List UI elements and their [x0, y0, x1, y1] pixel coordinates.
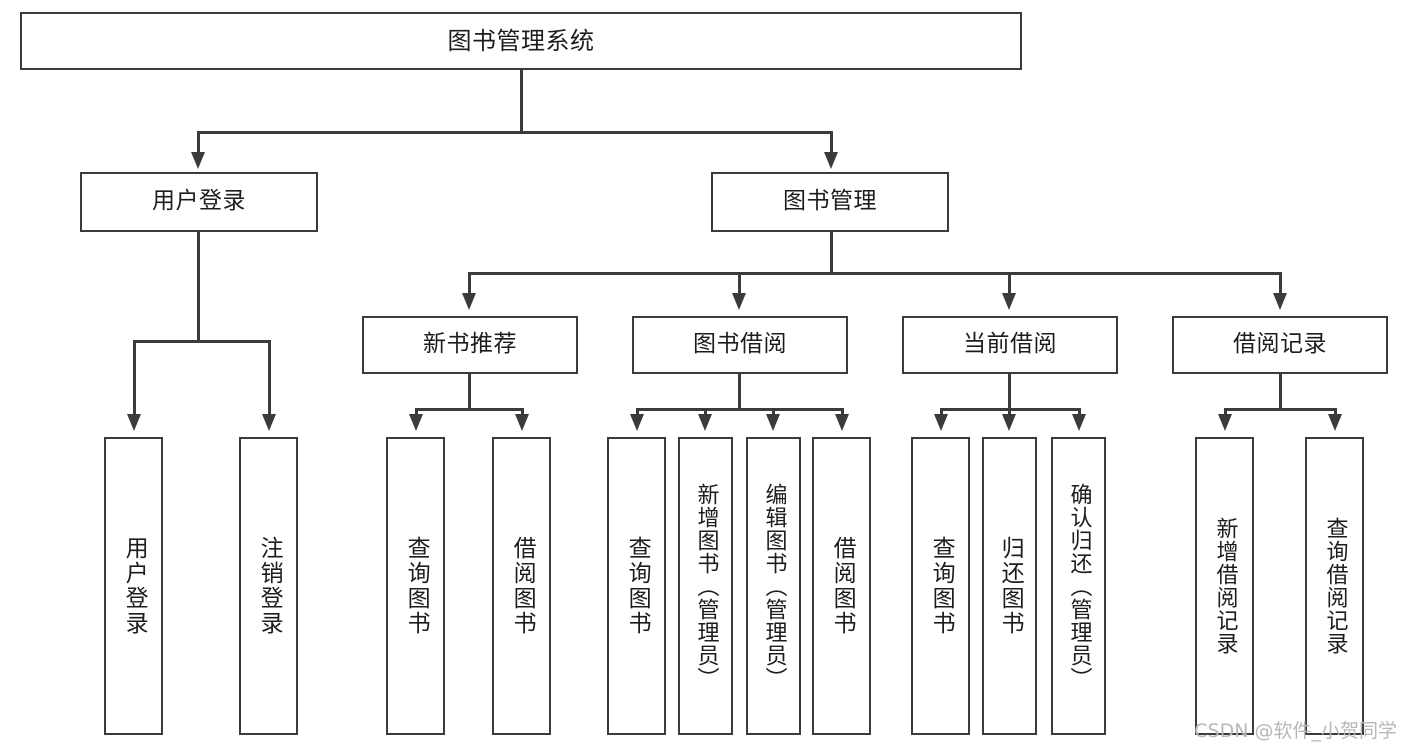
node-label: 图书管理系统 — [447, 26, 595, 55]
leaf-label: 用户登录 — [121, 536, 148, 636]
leaf-label: 新增图书（管理员） — [693, 482, 719, 690]
connector-root-to-user-login — [197, 131, 200, 155]
connector-root-bus — [197, 131, 833, 134]
arrowhead-borrow-records — [1273, 293, 1287, 310]
leaf-label: 注销登录 — [256, 536, 283, 636]
connector-root-to-book-mgmt — [830, 131, 833, 155]
arrowhead-bb-leaf-2 — [698, 414, 712, 431]
arrowhead-leaf-logout — [262, 414, 276, 431]
leaf-label: 查询图书 — [928, 536, 955, 636]
arrowhead-br-leaf-2 — [1328, 414, 1342, 431]
node-label: 借阅记录 — [1233, 331, 1327, 358]
leaf-label: 查询图书 — [624, 536, 651, 636]
arrowhead-root-to-book-mgmt — [824, 152, 838, 169]
leaf-current-return[interactable]: 归还图书 — [982, 437, 1037, 735]
connector-br-drop-1 — [1224, 408, 1227, 417]
connector-cb-drop-3 — [1078, 408, 1081, 417]
connector-user-login-stem — [197, 232, 200, 342]
arrowhead-cb-leaf-1 — [934, 414, 948, 431]
leaf-new-book-borrow[interactable]: 借阅图书 — [492, 437, 551, 735]
connector-book-borrow-bus — [636, 408, 843, 411]
connector-borrow-records-bus — [1224, 408, 1336, 411]
node-label: 图书借阅 — [693, 331, 787, 358]
connector-bb-drop-1 — [636, 408, 639, 417]
leaf-label: 借阅图书 — [509, 536, 536, 636]
leaf-label: 借阅图书 — [829, 536, 856, 636]
leaf-borrow-query[interactable]: 查询图书 — [607, 437, 666, 735]
connector-user-login-drop-2 — [268, 340, 271, 417]
arrowhead-root-to-user-login — [191, 152, 205, 169]
arrowhead-current-borrow — [1002, 293, 1016, 310]
leaf-label: 确认归还（管理员） — [1066, 482, 1092, 690]
leaf-current-confirm-return[interactable]: 确认归还（管理员） — [1051, 437, 1106, 735]
connector-book-borrow-stem — [738, 374, 741, 410]
leaf-label: 查询借阅记录 — [1322, 517, 1348, 655]
node-current-borrow[interactable]: 当前借阅 — [902, 316, 1118, 374]
connector-root-stem — [520, 70, 523, 133]
connector-user-login-bus — [133, 340, 268, 343]
leaf-label: 编辑图书（管理员） — [761, 482, 787, 690]
connector-cb-drop-2 — [1008, 408, 1011, 417]
arrowhead-cb-leaf-2 — [1002, 414, 1016, 431]
connector-bm-drop-1 — [468, 272, 471, 296]
leaf-current-query[interactable]: 查询图书 — [911, 437, 970, 735]
connector-bm-drop-2 — [738, 272, 741, 296]
arrowhead-nb-leaf-1 — [409, 414, 423, 431]
arrowhead-bb-leaf-3 — [766, 414, 780, 431]
leaf-records-query[interactable]: 查询借阅记录 — [1305, 437, 1364, 735]
node-book-borrow[interactable]: 图书借阅 — [632, 316, 848, 374]
node-borrow-records[interactable]: 借阅记录 — [1172, 316, 1388, 374]
arrowhead-br-leaf-1 — [1218, 414, 1232, 431]
leaf-borrow-edit-book[interactable]: 编辑图书（管理员） — [746, 437, 801, 735]
leaf-label: 新增借阅记录 — [1212, 517, 1238, 655]
connector-bm-drop-4 — [1279, 272, 1282, 296]
arrowhead-leaf-user-login — [127, 414, 141, 431]
connector-new-book-stem — [468, 374, 471, 410]
connector-br-drop-2 — [1334, 408, 1337, 417]
node-label: 用户登录 — [152, 188, 246, 215]
connector-nb-drop-2 — [521, 408, 524, 417]
leaf-user-login[interactable]: 用户登录 — [104, 437, 163, 735]
connector-new-book-bus — [415, 408, 523, 411]
connector-nb-drop-1 — [415, 408, 418, 417]
node-label: 当前借阅 — [963, 331, 1057, 358]
connector-cb-drop-1 — [940, 408, 943, 417]
connector-bm-drop-3 — [1008, 272, 1011, 296]
arrowhead-bb-leaf-1 — [630, 414, 644, 431]
arrowhead-book-borrow — [732, 293, 746, 310]
leaf-label: 归还图书 — [997, 536, 1024, 636]
connector-bb-drop-3 — [772, 408, 775, 417]
leaf-logout[interactable]: 注销登录 — [239, 437, 298, 735]
csdn-watermark: CSDN @软件_小贺同学 — [1194, 720, 1397, 742]
connector-book-mgmt-bus — [468, 272, 1281, 275]
node-new-book-recommend[interactable]: 新书推荐 — [362, 316, 578, 374]
arrowhead-cb-leaf-3 — [1072, 414, 1086, 431]
connector-user-login-drop-1 — [133, 340, 136, 417]
arrowhead-bb-leaf-4 — [835, 414, 849, 431]
leaf-label: 查询图书 — [403, 536, 430, 636]
arrowhead-nb-leaf-2 — [515, 414, 529, 431]
node-root-system[interactable]: 图书管理系统 — [20, 12, 1022, 70]
connector-current-borrow-stem — [1008, 374, 1011, 410]
connector-bb-drop-2 — [704, 408, 707, 417]
connector-borrow-records-stem — [1279, 374, 1282, 410]
connector-book-mgmt-stem — [830, 232, 833, 274]
leaf-borrow-book[interactable]: 借阅图书 — [812, 437, 871, 735]
node-book-management[interactable]: 图书管理 — [711, 172, 949, 232]
leaf-records-add[interactable]: 新增借阅记录 — [1195, 437, 1254, 735]
node-label: 图书管理 — [783, 188, 877, 215]
leaf-borrow-add-book[interactable]: 新增图书（管理员） — [678, 437, 733, 735]
leaf-new-book-query[interactable]: 查询图书 — [386, 437, 445, 735]
node-label: 新书推荐 — [423, 331, 517, 358]
connector-bb-drop-4 — [841, 408, 844, 417]
arrowhead-new-book — [462, 293, 476, 310]
node-user-login[interactable]: 用户登录 — [80, 172, 318, 232]
